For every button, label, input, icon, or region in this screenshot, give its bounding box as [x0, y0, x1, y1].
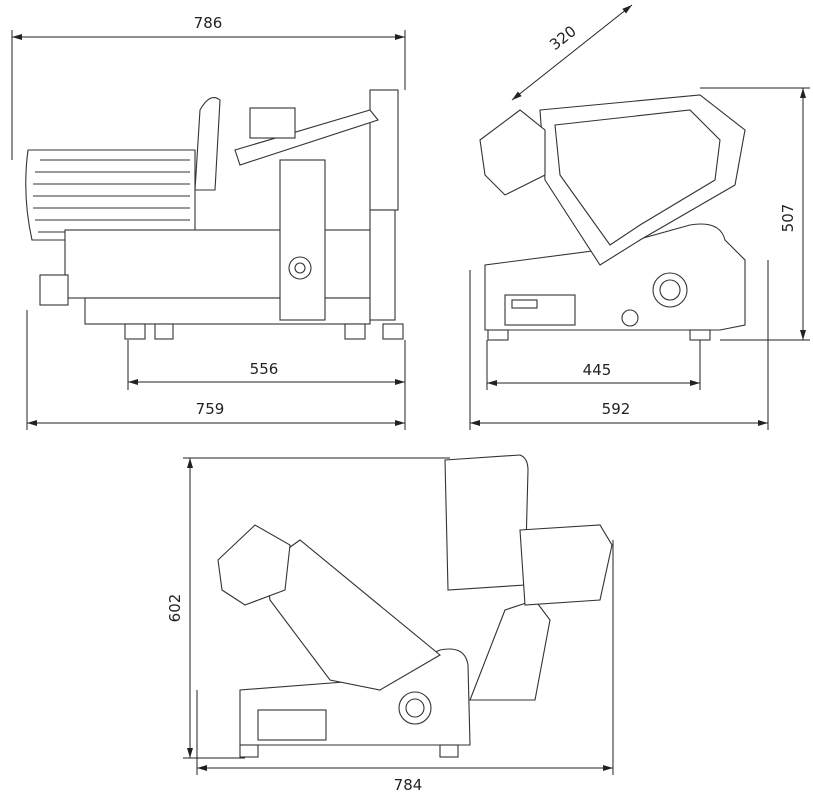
open-arm — [469, 599, 551, 701]
right-lower-panel — [369, 209, 396, 321]
dim-label-786: 786 — [194, 14, 223, 32]
top-box — [249, 107, 296, 139]
motor-fins — [33, 159, 190, 233]
base-body — [64, 229, 376, 299]
dim-label-320: 320 — [546, 22, 580, 54]
side-knob-inner — [659, 279, 681, 301]
right-panel — [369, 89, 399, 211]
dim-label-602: 602 — [166, 594, 184, 623]
side-knob — [652, 272, 688, 308]
side-tray-inner — [554, 109, 721, 246]
dim-label-507: 507 — [779, 204, 797, 233]
open-side-view-slicer — [217, 454, 613, 758]
control-display — [511, 299, 538, 309]
carriage-column — [279, 159, 326, 321]
open-blade-head — [217, 524, 291, 606]
side-carriage — [539, 94, 746, 266]
side-knob — [39, 274, 69, 306]
dim-label-556: 556 — [250, 360, 279, 378]
feet — [124, 323, 404, 340]
dimension-759: 759 — [26, 310, 405, 430]
dimension-592: 592 — [469, 260, 769, 430]
motor-housing — [25, 149, 196, 241]
open-knob-inner — [405, 698, 425, 718]
dimension-320: 320 — [511, 4, 633, 101]
dimension-786: 786 — [11, 14, 406, 160]
open-tray — [444, 454, 529, 591]
side-blade-head — [479, 109, 546, 196]
carriage-arm — [234, 109, 379, 166]
open-knob — [398, 691, 432, 725]
dimension-556: 556 — [127, 340, 406, 430]
dimension-602: 602 — [166, 457, 450, 758]
bottom-tray — [84, 297, 371, 325]
side-small-knob — [621, 309, 639, 327]
dim-label-445: 445 — [583, 361, 612, 379]
dimension-445: 445 — [486, 340, 701, 390]
dimension-507: 507 — [700, 87, 810, 341]
open-control-panel — [257, 709, 327, 741]
dimension-784: 784 — [183, 540, 614, 794]
open-grip — [519, 524, 613, 606]
blade-guard-handle — [194, 97, 221, 191]
side-feet — [487, 329, 711, 341]
open-feet — [239, 744, 459, 758]
side-view-slicer — [479, 94, 746, 341]
dim-label-784: 784 — [394, 776, 423, 794]
front-knob — [288, 256, 312, 280]
front-knob-inner — [294, 262, 306, 274]
open-carriage — [264, 539, 441, 691]
dim-label-759: 759 — [196, 400, 225, 418]
dim-label-592: 592 — [602, 400, 631, 418]
front-view-slicer — [25, 89, 404, 340]
